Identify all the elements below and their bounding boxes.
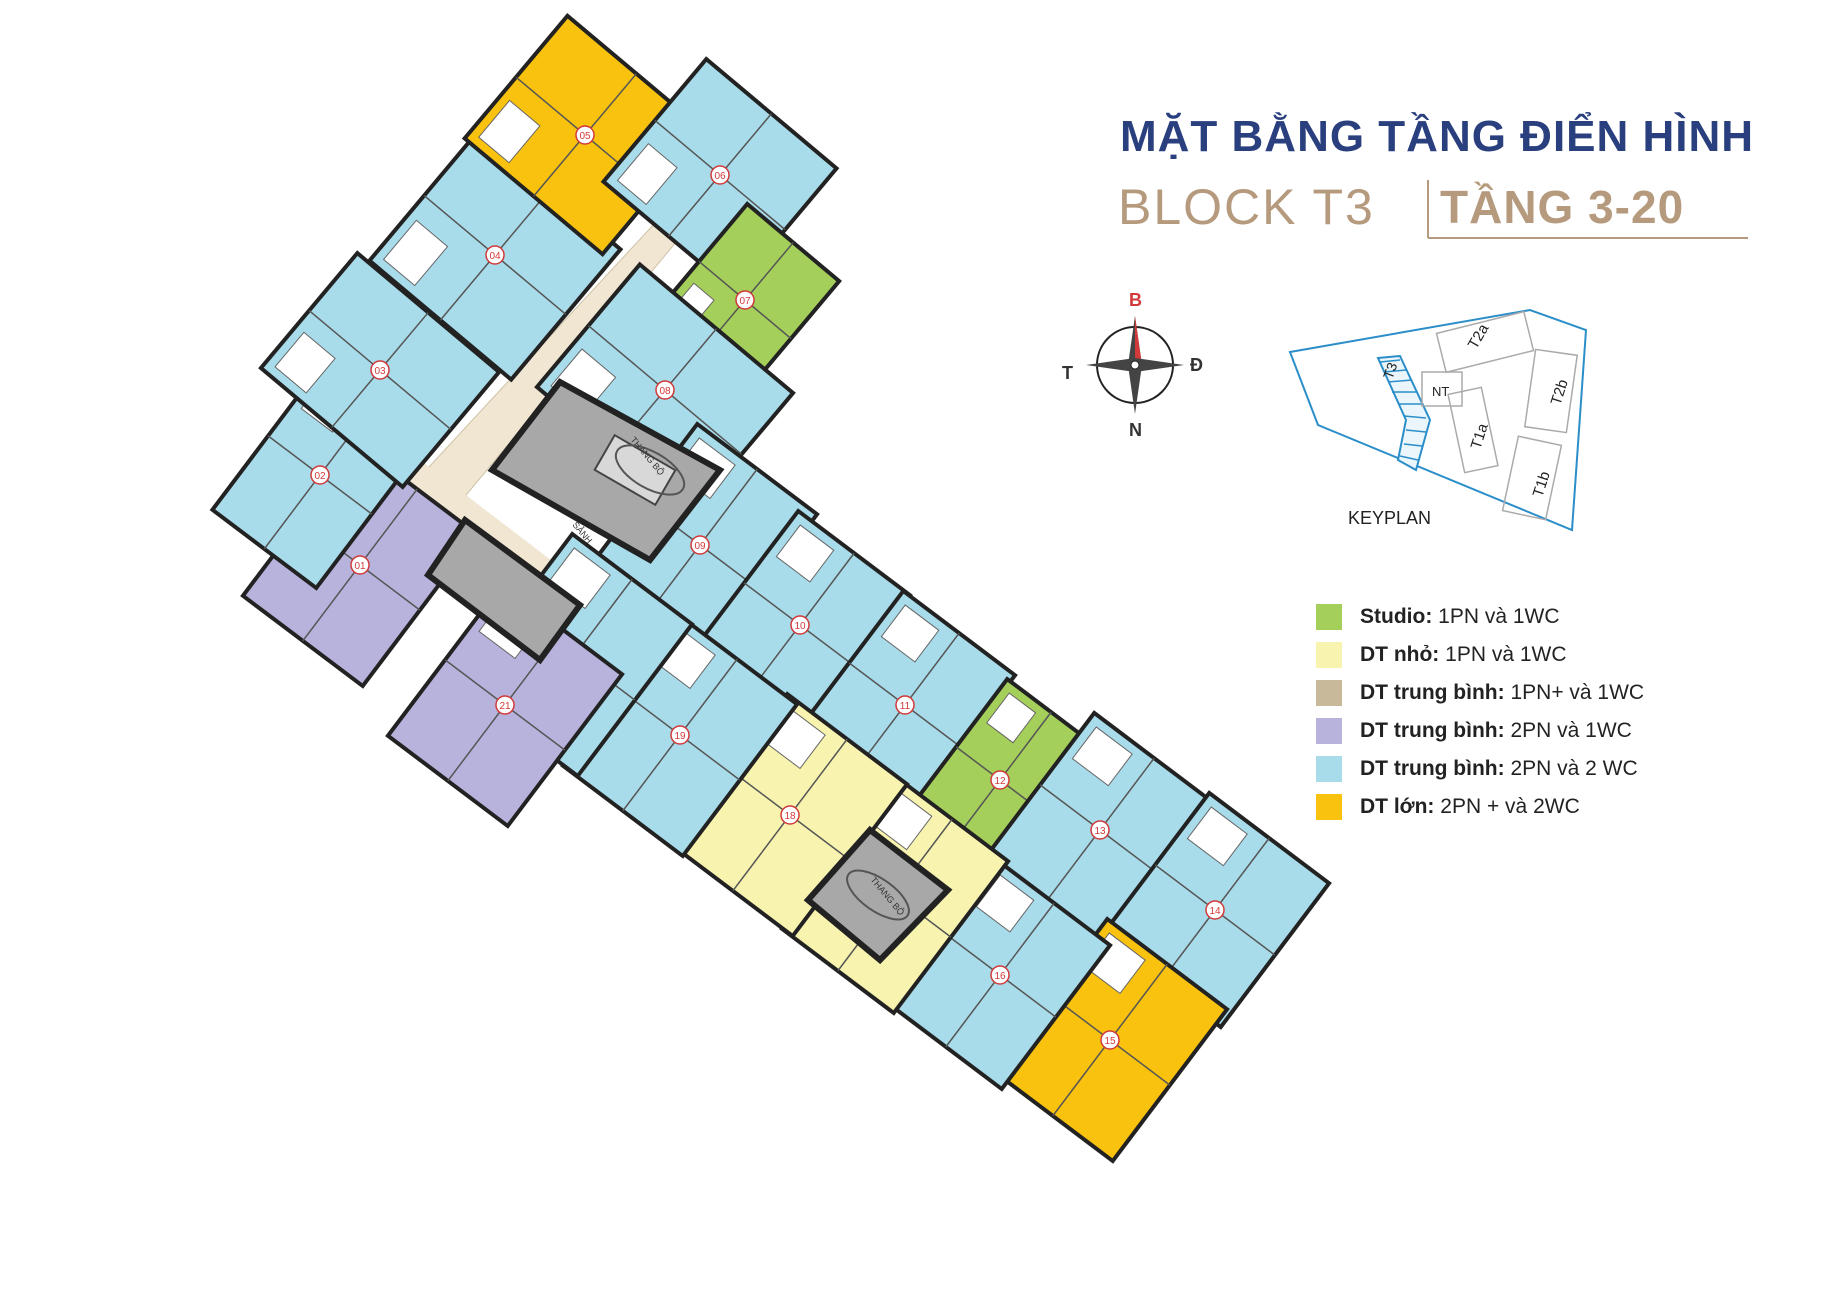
unit-number-badge (310, 465, 330, 485)
units-layer: 0102030405060708091011121314151617181920… (209, 13, 1332, 1164)
unit-number-badge (735, 290, 755, 310)
unit-number-label: 10 (794, 621, 806, 632)
legend-item-small: DT nhỏ: 1PN và 1WC (1316, 642, 1567, 668)
legend-item-medium-2pn-1wc: DT trung bình: 2PN và 1WC (1316, 718, 1632, 744)
page-title: MẶT BẰNG TẦNG ĐIỂN HÌNH (1120, 112, 1755, 161)
legend-desc: 1PN+ và 1WC (1510, 681, 1645, 704)
legend-desc: 1PN và 1WC (1445, 643, 1567, 666)
unit-number-badge (670, 725, 690, 745)
compass-east-label: Đ (1190, 355, 1203, 375)
legend-item-medium-2pn-2wc: DT trung bình: 2PN và 2 WC (1316, 756, 1638, 782)
legend-name: Studio: (1360, 605, 1433, 628)
unit-number-label: 05 (579, 131, 591, 142)
legend-name: DT trung bình: (1360, 681, 1505, 704)
keyplan-block-nt: NT (1432, 384, 1449, 399)
legend-item-medium-1pn: DT trung bình: 1PN+ và 1WC (1316, 680, 1644, 706)
legend-name: DT lớn: (1360, 795, 1435, 818)
unit-number-badge (350, 555, 370, 575)
legend-swatch (1316, 642, 1342, 668)
unit-number-label: 19 (674, 731, 686, 742)
unit-number-label: 07 (739, 296, 751, 307)
unit-number-label: 11 (900, 701, 911, 712)
core-middle (423, 515, 585, 665)
unit-number-badge (1090, 820, 1110, 840)
unit-number-badge (1205, 900, 1225, 920)
unit-number-badge (990, 770, 1010, 790)
unit-number-badge (895, 695, 915, 715)
unit-number-label: 12 (994, 776, 1006, 787)
unit-number-badge (990, 965, 1010, 985)
legend-name: DT trung bình: (1360, 757, 1505, 780)
unit-number-label: 21 (499, 701, 511, 712)
unit-number-label: 16 (994, 971, 1006, 982)
block-title: BLOCK T3 (1118, 179, 1375, 235)
core-north (487, 378, 725, 564)
unit-number-label: 06 (714, 171, 726, 182)
unit-number-badge (485, 245, 505, 265)
unit-number-label: 18 (784, 811, 796, 822)
compass-south-label: N (1129, 420, 1142, 440)
unit-number-label: 03 (374, 366, 386, 377)
unit-number-label: 08 (659, 386, 671, 397)
keyplan-block-t1a: T1a (1468, 421, 1492, 451)
unit-number-badge (710, 165, 730, 185)
unit-number-badge (495, 695, 515, 715)
unit-number-badge (655, 380, 675, 400)
legend-desc: 2PN + và 2WC (1440, 795, 1580, 818)
legend-desc: 1PN và 1WC (1438, 605, 1560, 628)
legend-name: DT nhỏ: (1360, 643, 1440, 666)
legend-desc: 2PN và 2 WC (1510, 757, 1638, 780)
legend-item-large: DT lớn: 2PN + và 2WC (1316, 794, 1580, 820)
keyplan-map: T3 NT T2a T2b T1a T1b (1288, 308, 1588, 532)
unit-number-label: 02 (314, 471, 326, 482)
floor-range-title: TẦNG 3-20 (1440, 181, 1685, 233)
legend-desc: 2PN và 1WC (1510, 719, 1632, 742)
unit-number-badge (790, 615, 810, 635)
unit-number-badge (370, 360, 390, 380)
legend-swatch (1316, 756, 1342, 782)
title-divider (1427, 180, 1748, 239)
unit-number-label: 15 (1104, 1036, 1116, 1047)
unit-number-badge (575, 125, 595, 145)
unit-number-label: 04 (489, 251, 501, 262)
core-south (803, 825, 953, 965)
legend-swatch (1316, 718, 1342, 744)
legend-swatch (1316, 680, 1342, 706)
compass-west-label: T (1062, 363, 1073, 383)
legend-swatch (1316, 794, 1342, 820)
unit-number-label: 14 (1209, 906, 1221, 917)
keyplan-label: KEYPLAN (1348, 508, 1432, 528)
compass-north-label: B (1129, 290, 1142, 310)
keyplan-block-t3: T3 (1380, 360, 1401, 381)
unit-number-badge (780, 805, 800, 825)
unit-number-label: 01 (354, 561, 366, 572)
compass-rose: B N Đ T (1062, 290, 1203, 440)
unit-number-badge (1100, 1030, 1120, 1050)
legend-name: DT trung bình: (1360, 719, 1505, 742)
unit-number-badge (690, 535, 710, 555)
legend-item-studio: Studio: 1PN và 1WC (1316, 604, 1560, 630)
unit-number-label: 13 (1094, 826, 1106, 837)
legend-swatch (1316, 604, 1342, 630)
keyplan-block-t2b: T2b (1548, 377, 1572, 407)
unit-number-label: 09 (694, 541, 706, 552)
